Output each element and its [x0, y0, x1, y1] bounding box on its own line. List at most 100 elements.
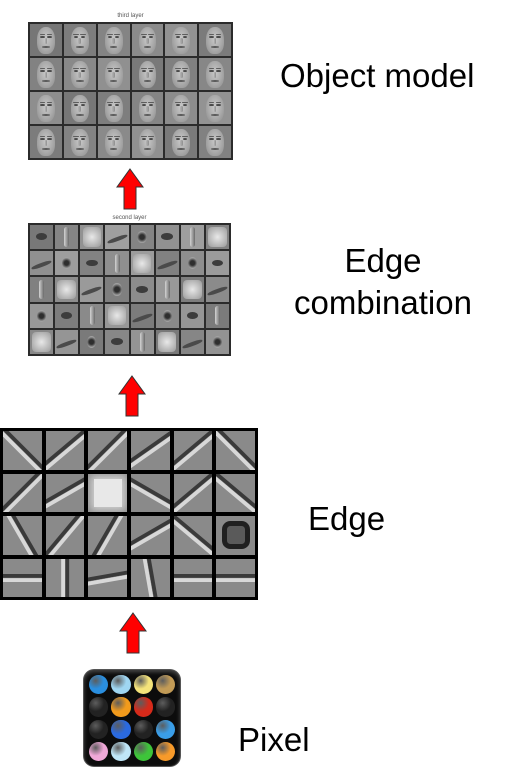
face-feature-cell [30, 126, 62, 158]
face-feature-cell [63, 92, 96, 124]
pixel-dot [111, 719, 131, 739]
edge-combination-cell [205, 225, 229, 250]
edge-filter-cell [131, 473, 170, 512]
face-feature-cell [165, 58, 198, 90]
edge-combination-cell [180, 303, 204, 328]
edge-filter-grid [3, 431, 255, 597]
pixel-dot [155, 675, 175, 695]
edge-filter-cell [3, 473, 42, 512]
pixel-dot [89, 697, 109, 717]
edge-filter-cell [173, 431, 213, 470]
edge-combination-cell [80, 225, 104, 250]
edge-filter-cell [131, 516, 170, 555]
edge-filter-cell [88, 516, 127, 555]
pixel-dot [133, 675, 153, 695]
face-feature-cell [165, 24, 198, 56]
face-feature-cell [131, 126, 164, 158]
edge-filter-cell [45, 516, 85, 555]
face-feature-cell [199, 58, 231, 90]
edge-combination-cell [155, 251, 179, 276]
edge-combination-cell [205, 303, 229, 328]
edge-combination-label: Edge combination [278, 242, 488, 322]
pixel-dot [133, 741, 153, 761]
edge-combination-cell [205, 251, 229, 276]
edge-combination-cell [55, 225, 79, 250]
edge-combination-panel: second layer [28, 213, 231, 356]
pixel-dot [89, 719, 109, 739]
edge-filter-panel [0, 428, 258, 600]
edge-combination-cell [130, 329, 154, 354]
face-feature-cell [30, 24, 62, 56]
pixel-dot [155, 697, 175, 717]
edge-filter-cell [173, 516, 213, 555]
edge-combination-cell [180, 277, 204, 302]
edge-combination-cell [80, 329, 104, 354]
edge-filter-cell [216, 473, 255, 512]
edge-combination-cell [130, 251, 154, 276]
edge-combination-cell [30, 303, 54, 328]
pixel-dot [111, 697, 131, 717]
edge-combination-cell [30, 277, 54, 302]
pixel-dot [111, 675, 131, 695]
pixel-dot [89, 741, 109, 761]
pixel-dot [89, 675, 109, 695]
edge-combination-cell [105, 303, 129, 328]
edge-combination-cell [55, 251, 79, 276]
edge-combination-cell [30, 329, 54, 354]
face-feature-cell [97, 58, 130, 90]
pixel-grid-icon [84, 670, 180, 766]
edge-combination-cell [55, 277, 79, 302]
edge-combination-cell [105, 329, 129, 354]
edge-combination-cell [180, 329, 204, 354]
edge-combination-cell [30, 225, 54, 250]
face-feature-cell [165, 92, 198, 124]
edge-filter-cell [3, 558, 42, 597]
edge-combination-cell [105, 277, 129, 302]
edge-combination-cell [80, 303, 104, 328]
edge-filter-cell [131, 431, 170, 470]
edge-combination-label-line1: Edge [344, 242, 422, 279]
face-feature-cell [131, 24, 164, 56]
face-feature-cell [199, 24, 231, 56]
face-feature-cell [131, 92, 164, 124]
edge-filter-cell [45, 431, 85, 470]
pixel-dot [133, 719, 153, 739]
face-feature-cell [30, 92, 62, 124]
edge-combination-label-line2: combination [294, 283, 472, 321]
pixel-dot [111, 741, 131, 761]
pixel-label: Pixel [238, 721, 310, 758]
edge-filter-cell [88, 431, 127, 470]
up-arrow-icon [116, 168, 144, 210]
edge-combination-cell [130, 225, 154, 250]
up-arrow-icon [119, 612, 147, 654]
edge-filter-cell [3, 431, 42, 470]
edge-combination-cell [155, 225, 179, 250]
edge-combination-cell [80, 251, 104, 276]
edge-combination-cell [80, 277, 104, 302]
face-grid [28, 22, 233, 160]
edge-combination-cell [155, 329, 179, 354]
face-feature-cell [63, 24, 96, 56]
pixel-dot [155, 719, 175, 739]
edge-combination-cell [155, 303, 179, 328]
face-feature-cell [199, 126, 231, 158]
face-feature-cell [63, 126, 96, 158]
face-feature-cell [97, 92, 130, 124]
edge-label: Edge [308, 500, 386, 537]
edge-filter-cell [131, 558, 170, 597]
edge-filter-cell [216, 558, 255, 597]
edge-combination-cell [205, 329, 229, 354]
face-feature-cell [97, 126, 130, 158]
edge-filter-cell [88, 473, 127, 512]
face-feature-cell [165, 126, 198, 158]
edge-combination-cell [180, 251, 204, 276]
edge-filter-cell [45, 473, 85, 512]
pixel-dot [155, 741, 175, 761]
edge-combination-cell [205, 277, 229, 302]
edge-filter-cell [173, 473, 213, 512]
edge-combination-cell [155, 277, 179, 302]
face-feature-cell [131, 58, 164, 90]
edge-combination-cell [55, 303, 79, 328]
up-arrow-icon [118, 375, 146, 417]
edge-combination-cell [55, 329, 79, 354]
